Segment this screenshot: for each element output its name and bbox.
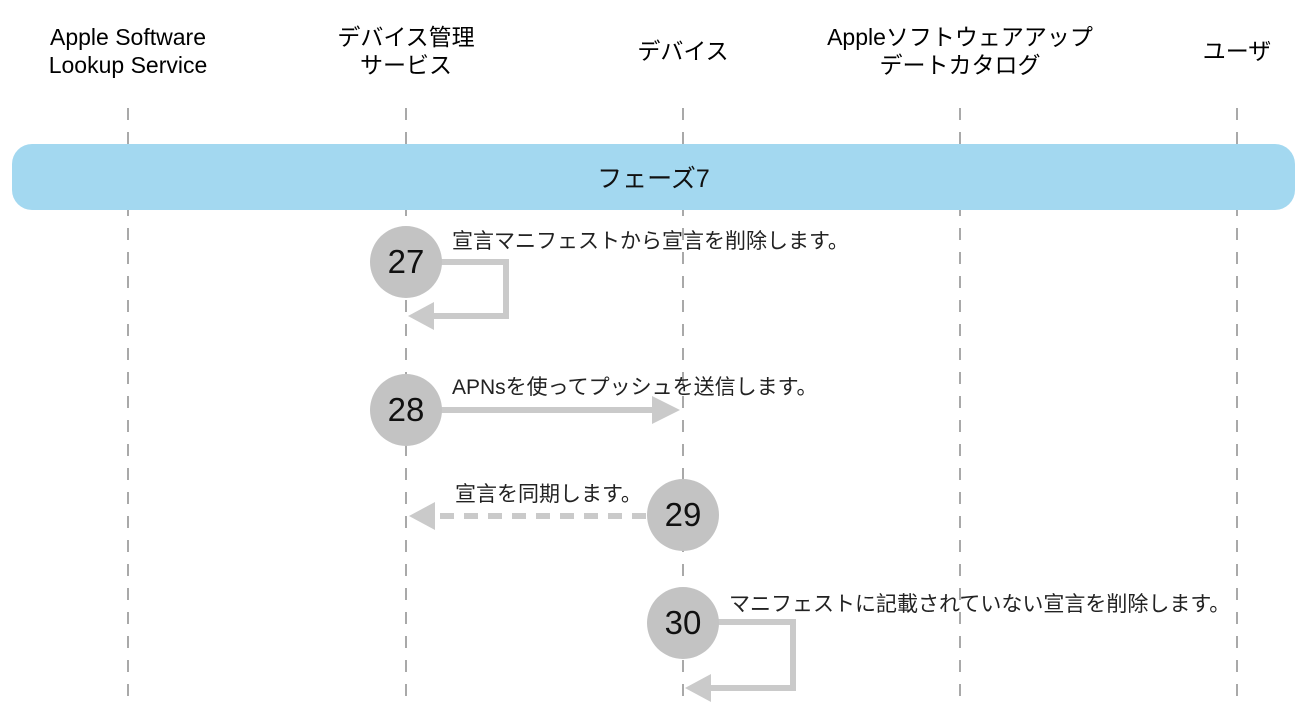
- actor-name: デバイス管理 サービス: [337, 24, 475, 78]
- actor-name: デバイス: [637, 38, 729, 64]
- step-number: 28: [387, 391, 425, 428]
- actor-header-apple-software-update-catalog: Appleソフトウェアアップ デートカタログ: [810, 22, 1110, 80]
- actor-header-device-management-service: デバイス管理 サービス: [256, 22, 556, 80]
- arrowhead-step-28: [652, 396, 680, 424]
- actor-header-apple-software-lookup-service: Apple Software Lookup Service: [0, 22, 278, 80]
- self-loop-arrow-step-30: [704, 619, 796, 691]
- step-number: 29: [664, 496, 702, 533]
- step-circle-27: 27: [370, 226, 442, 298]
- self-loop-arrow-step-27: [427, 259, 509, 319]
- step-circle-28: 28: [370, 374, 442, 446]
- phase-banner: フェーズ7: [12, 144, 1295, 210]
- actor-header-user: ユーザ: [1087, 22, 1303, 80]
- step-number: 30: [664, 604, 702, 641]
- actor-name: Appleソフトウェアアップ デートカタログ: [827, 24, 1093, 78]
- phase-label: フェーズ7: [597, 165, 710, 193]
- arrowhead-step-30: [685, 674, 711, 702]
- step-label-29: 宣言を同期します。: [455, 483, 642, 506]
- step-circle-30: 30: [647, 587, 719, 659]
- step-label-27: 宣言マニフェストから宣言を削除します。: [452, 230, 849, 253]
- actor-header-device: デバイス: [533, 22, 833, 80]
- step-circle-29: 29: [647, 479, 719, 551]
- actor-name: ユーザ: [1202, 38, 1272, 64]
- actor-name: Apple Software Lookup Service: [48, 24, 208, 78]
- arrowhead-step-27: [408, 302, 434, 330]
- arrowhead-step-29: [409, 502, 435, 530]
- step-label-30: マニフェストに記載されていない宣言を削除します。: [729, 593, 1231, 616]
- step-label-28: APNsを使ってプッシュを送信します。: [452, 376, 818, 399]
- step-number: 27: [387, 243, 425, 280]
